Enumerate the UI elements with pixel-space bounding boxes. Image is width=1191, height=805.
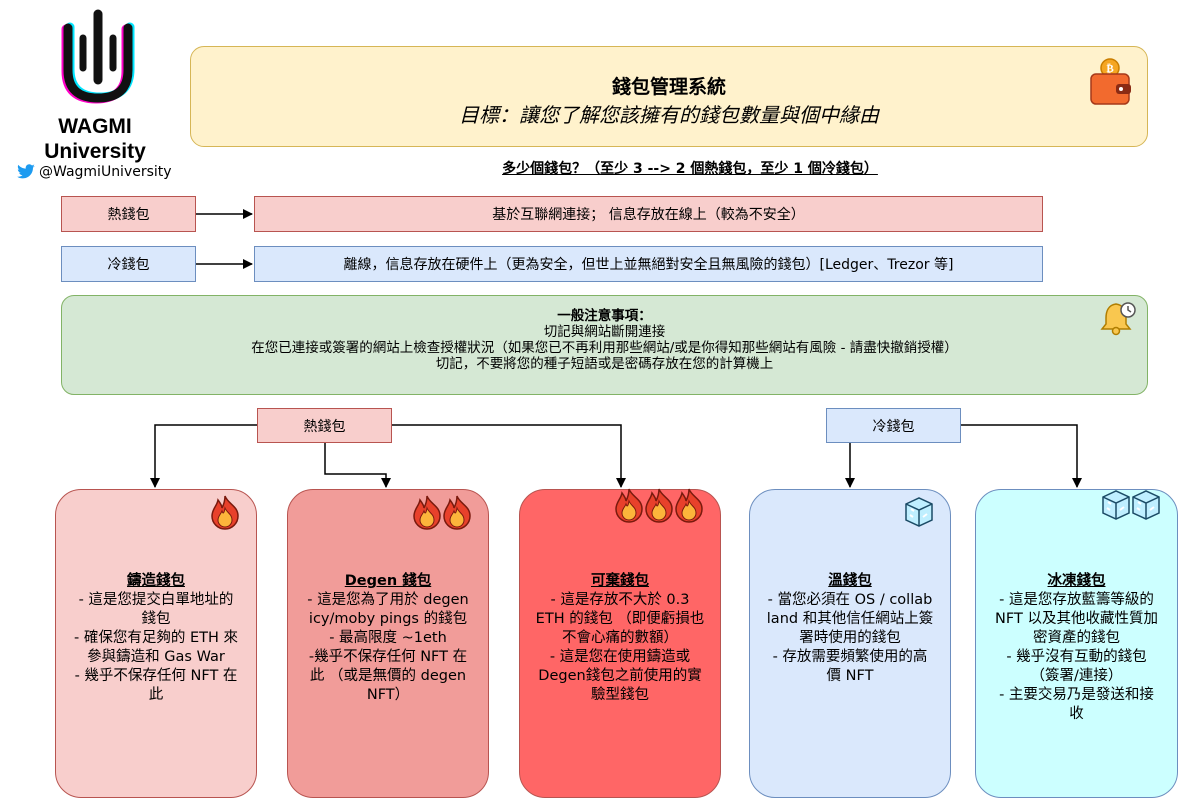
cold-wallet-label-text: 冷錢包 — [107, 257, 150, 273]
notes-heading: 一般注意事項： — [557, 308, 652, 324]
notes-line: 在您已連接或簽署的網站上檢查授權狀況（如果您已不再利用那些網站/或是你得知那些網… — [251, 340, 958, 356]
burner-wallet-card: 可棄錢包 - 這是存放不大於 0.3 ETH 的錢包 （即便虧損也 不會心痛的數… — [519, 489, 721, 798]
burner-wallet-body: - 這是存放不大於 0.3 ETH 的錢包 （即便虧損也 不會心痛的數額） - … — [535, 592, 705, 703]
minting-wallet-body: - 這是您提交白單地址的 錢包 - 確保您有足夠的 ETH 來 參與鑄造和 Ga… — [74, 592, 238, 703]
hot-wallet-description: 基於互聯網連接； 信息存放在線上（較為不安全） — [254, 196, 1043, 232]
wallet-icon: ₿ — [1090, 58, 1131, 105]
arrow-to-degen — [324, 443, 391, 488]
arrow-to-minting — [150, 424, 257, 488]
hot-wallet-branch: 熱錢包 — [257, 408, 392, 443]
cold-wallet-branch-text: 冷錢包 — [872, 418, 915, 435]
cold-wallet-description: 離線，信息存放在硬件上（更為安全，但世上並無絕對安全且無風險的錢包）[Ledge… — [254, 246, 1043, 282]
hot-wallet-label-text: 熱錢包 — [107, 207, 150, 223]
twitter-handle[interactable]: @WagmiUniversity — [16, 164, 196, 180]
warm-wallet-body: - 當您必須在 OS / collab land 和其他信任網站上簽 署時使用的… — [766, 592, 934, 684]
bell-icon — [1100, 302, 1136, 336]
wagmi-logo — [61, 9, 135, 104]
warm-wallet-title: 溫錢包 — [828, 573, 872, 589]
twitter-bird-icon — [17, 164, 35, 179]
cold-wallet-description-text: 離線，信息存放在硬件上（更為安全，但世上並無絕對安全且無風險的錢包）[Ledge… — [343, 257, 954, 273]
general-notes: 一般注意事項： 切記與網站斷開連接 在您已連接或簽署的網站上檢查授權狀況（如果您… — [61, 295, 1148, 395]
minting-wallet-title: 鑄造錢包 — [127, 573, 185, 589]
hot-wallet-label: 熱錢包 — [61, 196, 196, 232]
degen-wallet-body: - 這是您為了用於 degen icy/moby pings 的錢包 - 最高限… — [307, 592, 469, 703]
page-title: 錢包管理系統 — [611, 76, 726, 98]
hot-wallet-description-text: 基於互聯網連接； 信息存放在線上（較為不安全） — [492, 207, 805, 223]
hot-wallet-branch-text: 熱錢包 — [303, 418, 346, 435]
notes-line: 切記與網站斷開連接 — [543, 324, 666, 340]
cold-wallet-label: 冷錢包 — [61, 246, 196, 282]
frozen-wallet-title: 冰凍錢包 — [1047, 573, 1106, 589]
burner-wallet-title: 可棄錢包 — [591, 573, 649, 589]
arrow-to-burner — [392, 424, 626, 488]
cold-wallet-branch: 冷錢包 — [826, 408, 961, 443]
minting-wallet-card: 鑄造錢包 - 這是您提交白單地址的 錢包 - 確保您有足夠的 ETH 來 參與鑄… — [55, 489, 257, 798]
brand-name: WAGMI — [58, 115, 132, 138]
svg-text:₿: ₿ — [1106, 62, 1114, 75]
page-subtitle: 目標：讓您了解您該擁有的錢包數量與個中緣由 — [459, 103, 879, 127]
notes-line: 切記，不要將您的種子短語或是密碼存放在您的計算機上 — [435, 356, 774, 372]
frozen-wallet-body: - 這是您存放藍籌等級的 NFT 以及其他收藏性質加 密資產的錢包 - 幾乎沒有… — [995, 592, 1158, 722]
degen-wallet-card: Degen 錢包 - 這是您為了用於 degen icy/moby pings … — [287, 489, 489, 798]
degen-wallet-title: Degen 錢包 — [344, 573, 432, 589]
warm-wallet-card: 溫錢包 - 當您必須在 OS / collab land 和其他信任網站上簽 署… — [749, 489, 951, 798]
wallet-count-question: 多少個錢包？（至少 3 --> 2 個熱錢包，至少 1 個冷錢包） — [502, 161, 878, 177]
arrow-to-frozen — [961, 424, 1082, 488]
title-box: 錢包管理系統 目標：讓您了解您該擁有的錢包數量與個中緣由 — [190, 46, 1148, 147]
twitter-handle-text: @WagmiUniversity — [39, 164, 172, 180]
frozen-wallet-card: 冰凍錢包 - 這是您存放藍籌等級的 NFT 以及其他收藏性質加 密資產的錢包 -… — [975, 489, 1178, 798]
brand-name-line2: University — [44, 140, 146, 163]
